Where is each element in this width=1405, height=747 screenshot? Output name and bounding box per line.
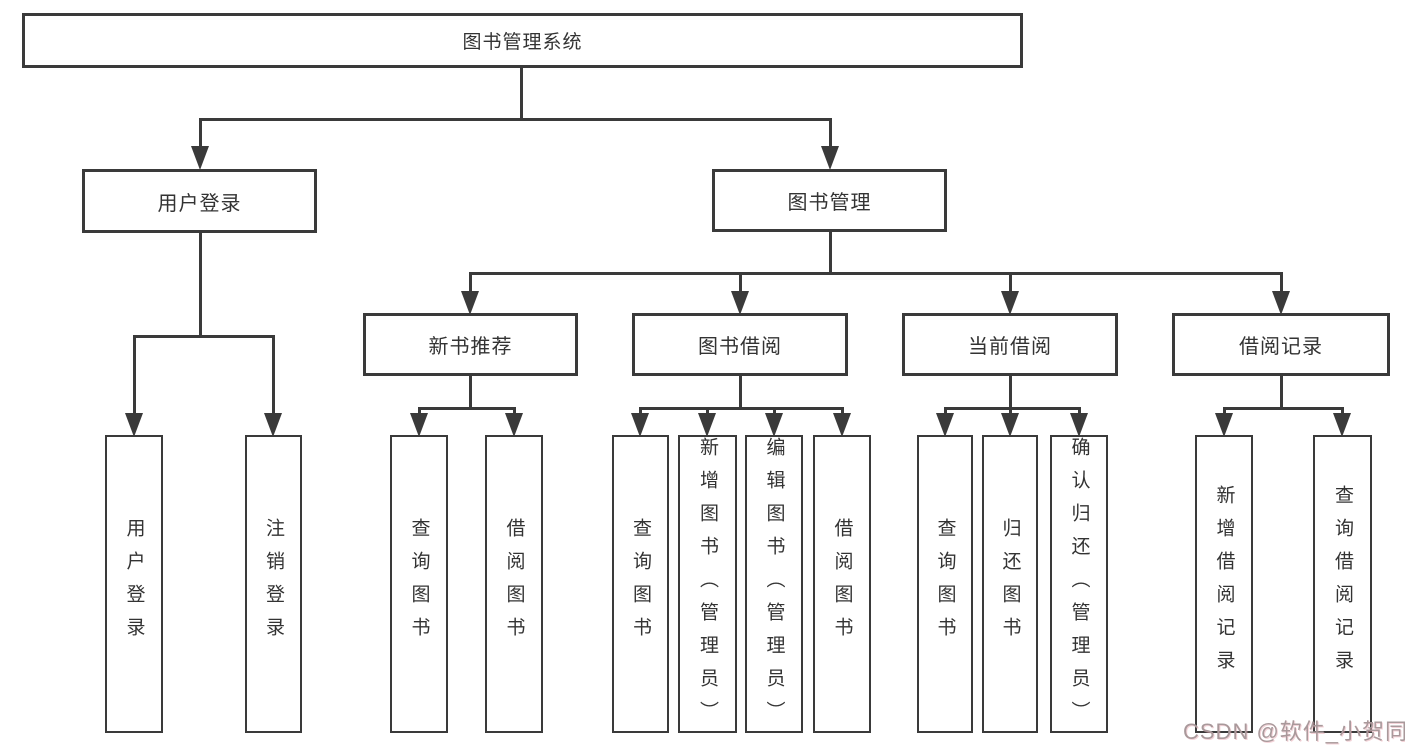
connector-line [943, 407, 947, 415]
connector-line [469, 272, 1282, 275]
connector-line [199, 118, 831, 121]
connector-line [418, 407, 516, 410]
connector-line [1222, 407, 1226, 415]
leaf-query-books-recommend: 查询图书 [390, 435, 448, 733]
connector-line [512, 407, 516, 415]
connector-line [705, 407, 709, 415]
node-new-book-recommendation: 新书推荐 [363, 313, 578, 376]
arrowhead-icon [1272, 291, 1290, 315]
leaf-add-borrow-record: 新增借阅记录 [1195, 435, 1253, 733]
leaf-logout: 注销登录 [245, 435, 302, 733]
arrowhead-icon [125, 413, 143, 437]
node-current-borrowing: 当前借阅 [902, 313, 1118, 376]
connector-line [198, 118, 202, 148]
arrowhead-icon [821, 146, 839, 170]
arrowhead-icon [1001, 291, 1019, 315]
leaf-edit-book-admin: 编辑图书（管理员） [745, 435, 803, 734]
connector-line [639, 407, 844, 410]
connector-line [828, 118, 832, 148]
node-root-library-management-system: 图书管理系统 [22, 13, 1023, 68]
connector-line [271, 335, 275, 415]
node-user-login: 用户登录 [82, 169, 317, 233]
leaf-confirm-return-admin: 确认归还（管理员） [1050, 435, 1108, 734]
arrowhead-icon [264, 413, 282, 437]
arrowhead-icon [765, 413, 783, 437]
connector-line [738, 376, 742, 410]
connector-line [417, 407, 421, 415]
arrowhead-icon [1070, 413, 1088, 437]
arrowhead-icon [833, 413, 851, 437]
connector-line [738, 272, 742, 293]
connector-line [828, 232, 832, 275]
arrowhead-icon [461, 291, 479, 315]
connector-line [944, 407, 1081, 410]
connector-line [468, 376, 472, 410]
connector-line [1340, 407, 1344, 415]
arrowhead-icon [505, 413, 523, 437]
connector-line [132, 335, 136, 415]
connector-line [1008, 376, 1012, 410]
arrowhead-icon [1215, 413, 1233, 437]
arrowhead-icon [410, 413, 428, 437]
arrowhead-icon [1333, 413, 1351, 437]
node-book-borrowing: 图书借阅 [632, 313, 848, 376]
connector-line [468, 272, 472, 293]
arrowhead-icon [631, 413, 649, 437]
csdn-watermark: CSDN @软件_小贺同学 [1183, 719, 1405, 744]
connector-line [840, 407, 844, 415]
arrowhead-icon [1001, 413, 1019, 437]
connector-line [1223, 407, 1344, 410]
connector-line [519, 68, 523, 121]
leaf-borrow-books-recommend: 借阅图书 [485, 435, 543, 733]
connector-line [198, 233, 202, 338]
connector-line [1008, 407, 1012, 415]
connector-line [133, 335, 275, 338]
arrowhead-icon [731, 291, 749, 315]
connector-line [1279, 376, 1283, 410]
leaf-return-book: 归还图书 [982, 435, 1038, 733]
node-book-management: 图书管理 [712, 169, 947, 232]
leaf-query-borrow-record: 查询借阅记录 [1313, 435, 1372, 733]
leaf-user-login: 用户登录 [105, 435, 163, 733]
leaf-query-books-borrow: 查询图书 [612, 435, 669, 733]
connector-line [1008, 272, 1012, 293]
connector-line [638, 407, 642, 415]
leaf-query-books-current: 查询图书 [917, 435, 973, 733]
arrowhead-icon [936, 413, 954, 437]
arrowhead-icon [698, 413, 716, 437]
arrowhead-icon [191, 146, 209, 170]
connector-line [1077, 407, 1081, 415]
connector-line [1279, 272, 1283, 293]
connector-line [772, 407, 776, 415]
node-borrowing-records: 借阅记录 [1172, 313, 1390, 376]
leaf-borrow-books: 借阅图书 [813, 435, 871, 733]
leaf-add-book-admin: 新增图书（管理员） [678, 435, 737, 734]
